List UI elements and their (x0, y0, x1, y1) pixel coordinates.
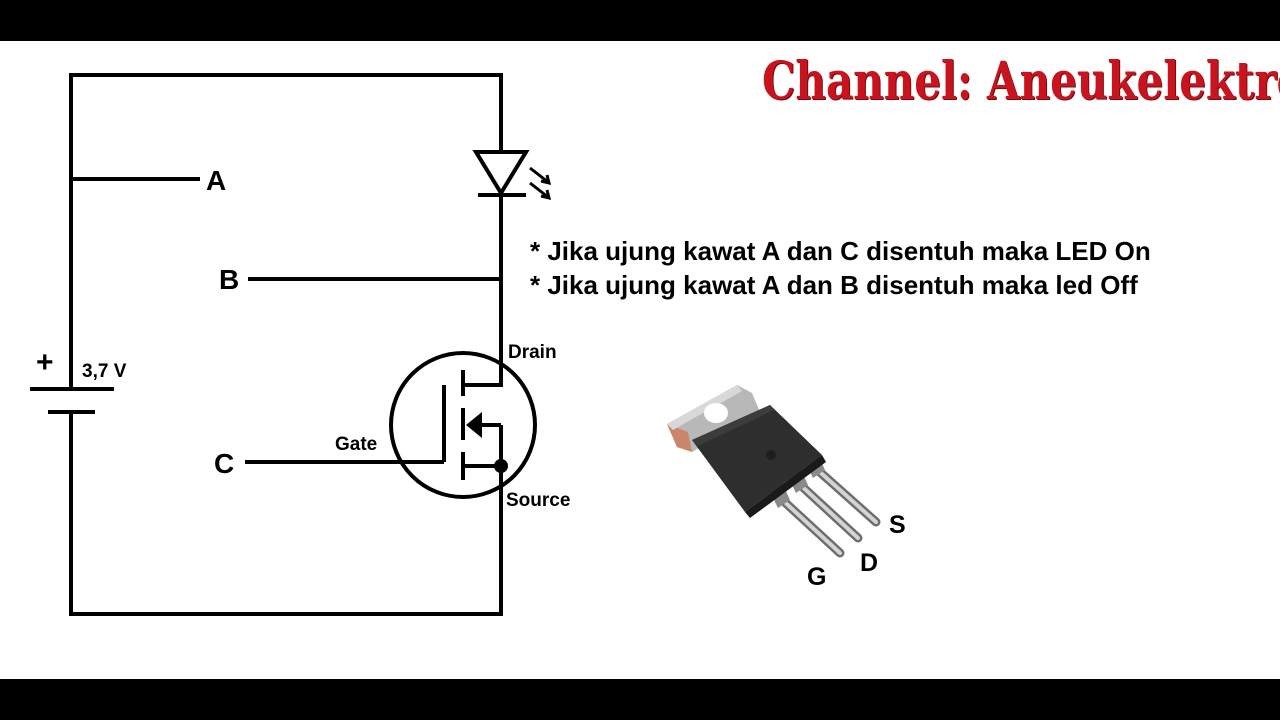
drain-label: Drain (508, 342, 557, 363)
wire-c-label: C (214, 448, 235, 479)
mosfet-symbol (245, 351, 537, 499)
led-symbol (472, 150, 552, 201)
pin-d-label: D (860, 549, 879, 577)
pin-s-label: S (889, 511, 906, 539)
letterbox-top (0, 0, 1280, 41)
pin-g-label: G (807, 563, 827, 591)
battery-plus-label: + (36, 346, 54, 379)
source-label: Source (506, 490, 571, 511)
source-junction-dot (494, 459, 508, 473)
mosfet-arrow (466, 412, 482, 438)
to220-package (667, 385, 881, 558)
wire-a-label: A (206, 165, 227, 196)
letterbox-bottom (0, 679, 1280, 720)
diagram-canvas (0, 41, 1280, 679)
battery-symbol (30, 362, 114, 414)
channel-title: Channel: Aneukelektro (762, 50, 1280, 112)
gate-label: Gate (335, 434, 378, 455)
note-led-off: * Jika ujung kawat A dan B disentuh maka… (530, 270, 1138, 300)
battery-voltage-label: 3,7 V (82, 361, 127, 382)
note-led-on: * Jika ujung kawat A dan C disentuh maka… (530, 236, 1151, 266)
wire-b-label: B (219, 264, 240, 295)
